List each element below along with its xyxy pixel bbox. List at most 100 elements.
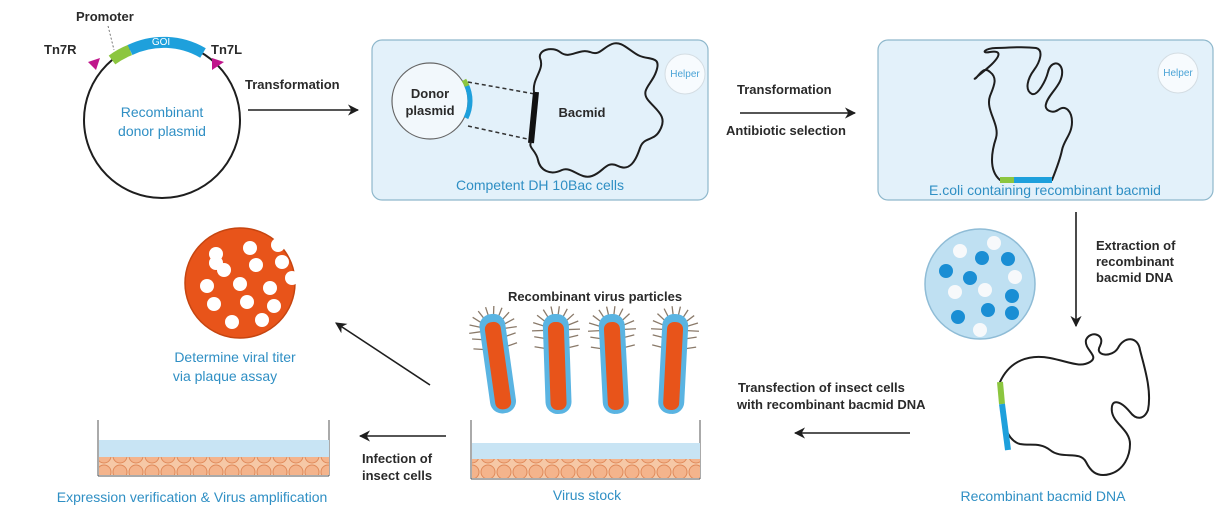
promoter-label: Promoter xyxy=(76,9,134,24)
plaque xyxy=(255,313,269,327)
plaque xyxy=(275,255,289,269)
blue-colony xyxy=(951,310,965,324)
competent-cells-box: Donor plasmid Bacmid Helper Competent DH… xyxy=(371,39,709,201)
virus-spike xyxy=(568,334,579,339)
virus-spike xyxy=(652,334,663,338)
virus-spike xyxy=(590,336,601,340)
tn7l-label: Tn7L xyxy=(211,42,242,57)
recombinant-donor-plasmid: Promoter GOI Tn7R Tn7L Recombinant donor… xyxy=(44,9,242,199)
virus-spike xyxy=(534,346,545,350)
helper-label-2: Helper xyxy=(1163,68,1193,79)
transfection-line1: Transfection of insect cells xyxy=(738,380,905,395)
blue-white-colony-plate xyxy=(924,228,1036,340)
virus-stock-medium xyxy=(472,443,700,459)
virus-spike xyxy=(534,336,545,340)
bacmid-dna-loop xyxy=(999,333,1150,476)
virus-spike xyxy=(622,320,635,326)
virus-spike xyxy=(469,324,482,329)
blue-colony xyxy=(1005,306,1019,320)
plasmid-title-line2: donor plasmid xyxy=(118,123,206,139)
virus-spike xyxy=(686,329,700,332)
promoter-segment xyxy=(108,44,133,65)
insertion-site xyxy=(528,91,539,144)
blue-colony xyxy=(981,303,995,317)
virus-spike xyxy=(686,336,697,340)
virus-spike xyxy=(504,326,517,329)
virus-capsid xyxy=(663,321,684,410)
plaque xyxy=(263,281,277,295)
virus-spike xyxy=(469,331,482,334)
virus-stock-caption: Virus stock xyxy=(553,487,622,503)
ecoli-panel xyxy=(877,39,1214,201)
donor-plasmid-circle xyxy=(391,62,469,140)
bacmid-dna xyxy=(529,42,664,178)
transformation-label: Transformation xyxy=(245,77,340,92)
virus-spike xyxy=(590,346,602,350)
white-colony xyxy=(973,323,987,337)
white-colony xyxy=(987,236,1001,250)
virus-spike xyxy=(587,329,601,332)
virus-spike xyxy=(473,348,484,351)
plaque xyxy=(243,241,257,255)
extraction-line1: Extraction of xyxy=(1096,238,1176,253)
expression-caption: Expression verification & Virus amplific… xyxy=(57,489,328,505)
virus-spike xyxy=(566,320,579,327)
virus-capsid xyxy=(484,321,512,410)
plaque xyxy=(209,256,223,270)
ecoli-recombinant-box: Helper E.coli containing recombinant bac… xyxy=(877,39,1214,201)
virus-spike xyxy=(624,344,635,348)
titer-line2: via plaque assay xyxy=(173,368,277,384)
infection-line2: insect cells xyxy=(362,468,432,483)
white-colony xyxy=(1008,270,1022,284)
transformation-label-2: Transformation xyxy=(737,82,832,97)
virus-spike xyxy=(623,328,637,331)
transformation-selection-arrow: Transformation Antibiotic selection xyxy=(726,82,857,138)
virus-spike xyxy=(472,338,483,341)
dish-cell-layer xyxy=(99,457,329,475)
infection-arrow: Infection of insect cells xyxy=(358,430,446,483)
virus-spike xyxy=(507,342,518,347)
virus-spike xyxy=(505,332,516,337)
virus-spike xyxy=(650,328,664,331)
recombinant-bacmid-caption: Recombinant bacmid DNA xyxy=(961,488,1127,504)
infection-line1: Infection of xyxy=(362,451,433,466)
virus-capsid xyxy=(603,321,624,410)
recombinant-bacmid-dna-figure: Recombinant bacmid DNA xyxy=(961,333,1150,504)
virus-spike xyxy=(652,320,665,326)
white-colony xyxy=(948,285,962,299)
virus-stock-cell-layer xyxy=(472,459,700,478)
plaque xyxy=(271,238,285,252)
blue-colony xyxy=(1001,252,1015,266)
goi-segment xyxy=(127,36,206,58)
goi-label: GOI xyxy=(152,37,170,48)
titer-line1: Determine viral titer xyxy=(174,349,296,365)
blue-colony xyxy=(963,271,977,285)
transformation-arrow: Transformation xyxy=(245,77,360,116)
donor-label-line1: Donor xyxy=(411,86,449,101)
extraction-line3: bacmid DNA xyxy=(1096,270,1174,285)
competent-cells-caption: Competent DH 10Bac cells xyxy=(456,177,624,193)
transfection-line2: with recombinant bacmid DNA xyxy=(736,397,926,412)
plaque xyxy=(207,297,221,311)
plaque xyxy=(285,271,299,285)
antibiotic-selection-label: Antibiotic selection xyxy=(726,123,846,138)
virus-spike xyxy=(588,322,601,328)
recombinant-bacmid-dna xyxy=(973,46,1073,181)
bacmid-label: Bacmid xyxy=(559,105,606,120)
virus-capsid xyxy=(547,321,567,410)
plaque xyxy=(267,299,281,313)
transfection-arrow: Transfection of insect cells with recomb… xyxy=(736,380,926,439)
plaque xyxy=(240,295,254,309)
goi-segment-dna xyxy=(999,403,1011,451)
extraction-line2: recombinant xyxy=(1096,254,1175,269)
ecoli-caption: E.coli containing recombinant bacmid xyxy=(929,182,1161,198)
virus-spike xyxy=(532,321,545,327)
virus-stock: Recombinant virus particles Virus stock xyxy=(469,289,701,503)
extraction-arrow: Extraction of recombinant bacmid DNA xyxy=(1070,212,1176,328)
blue-colony xyxy=(975,251,989,265)
virus-particle xyxy=(650,306,700,414)
dish-medium xyxy=(99,440,329,457)
white-colony xyxy=(953,244,967,258)
plaque-assay-plate: Determine viral titer via plaque assay xyxy=(173,227,299,384)
plaque xyxy=(200,279,214,293)
